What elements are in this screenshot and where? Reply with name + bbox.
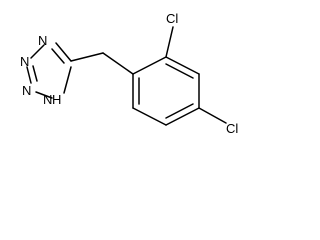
atom-label-n1: N xyxy=(43,92,52,107)
bond-n3-n2 xyxy=(26,66,32,84)
tetrazole-ring xyxy=(26,42,72,99)
bond-n4-n3 xyxy=(30,44,45,59)
atom-label-n4: N xyxy=(38,33,47,48)
bond-c1-c2 xyxy=(132,56,167,75)
bond-c2-c3 xyxy=(165,56,200,75)
atom-label-cl-para: Cl xyxy=(226,121,238,136)
atom-label-n2: N xyxy=(22,83,31,98)
bond-c5-n4-double xyxy=(51,48,65,64)
bond-n2-n1 xyxy=(35,91,53,99)
bond-c5-ch2 xyxy=(70,52,104,62)
bond-c4-c5 xyxy=(165,107,200,126)
bond-c4-c5-double xyxy=(165,103,194,119)
bond-c4-cl xyxy=(198,107,227,124)
bond-c2-c3-double xyxy=(165,63,194,79)
bond-c2-cl xyxy=(165,26,174,58)
atom-label-nh-h: H xyxy=(52,92,61,107)
bond-n1-c5 xyxy=(63,66,72,94)
atom-label-n3: N xyxy=(20,54,29,69)
bond-n3-n2-double xyxy=(32,65,38,82)
bond-c5-n4 xyxy=(55,42,72,62)
benzene-ring xyxy=(132,56,200,126)
bond-ch2-aryl xyxy=(102,52,134,75)
bond-c5-c6 xyxy=(132,107,167,126)
atom-label-cl-ortho: Cl xyxy=(166,11,178,26)
structure-diagram: N N N N H Cl Cl xyxy=(20,11,238,136)
